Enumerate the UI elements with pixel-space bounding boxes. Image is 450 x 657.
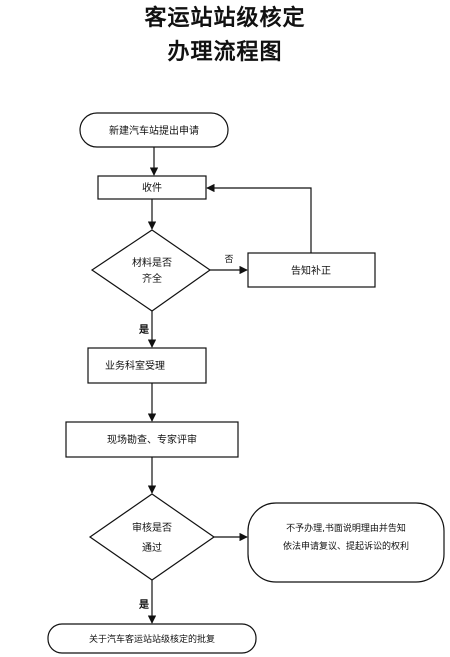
arrow-notify-to-receive xyxy=(206,183,312,253)
decision2-label-line1: 审核是否 xyxy=(132,521,172,534)
no-label: 否 xyxy=(224,254,233,265)
receive-label: 收件 xyxy=(142,181,162,194)
notify-box xyxy=(247,252,376,288)
end-label: 关于汽车客运站站级核定的批复 xyxy=(89,633,215,645)
accept-box xyxy=(87,347,207,384)
start-label: 新建汽车站提出申请 xyxy=(109,124,199,137)
decision1-diamond xyxy=(90,229,212,312)
yes2-label: 是 xyxy=(138,599,149,611)
decision2-diamond xyxy=(88,493,216,581)
reject-label-line1: 不予办理,书面说明理由并告知 xyxy=(286,522,406,534)
notify-label: 告知补正 xyxy=(291,264,331,277)
page-title-line1: 客运站站级核定 xyxy=(144,6,306,31)
yes1-label: 是 xyxy=(138,324,149,336)
decision1-label-line2: 齐全 xyxy=(142,272,162,285)
decision2-label-line2: 通过 xyxy=(142,541,162,554)
reject-label-line2: 依法申请复议、提起诉讼的权利 xyxy=(283,540,409,552)
decision1-label-line1: 材料是否 xyxy=(132,256,172,269)
inspect-label: 现场勘查、专家评审 xyxy=(107,433,197,446)
reject-terminal xyxy=(247,502,445,583)
inspect-box xyxy=(65,421,239,458)
accept-label: 业务科室受理 xyxy=(105,359,165,372)
page-title-line2: 办理流程图 xyxy=(167,40,283,65)
end-terminal xyxy=(47,623,257,654)
